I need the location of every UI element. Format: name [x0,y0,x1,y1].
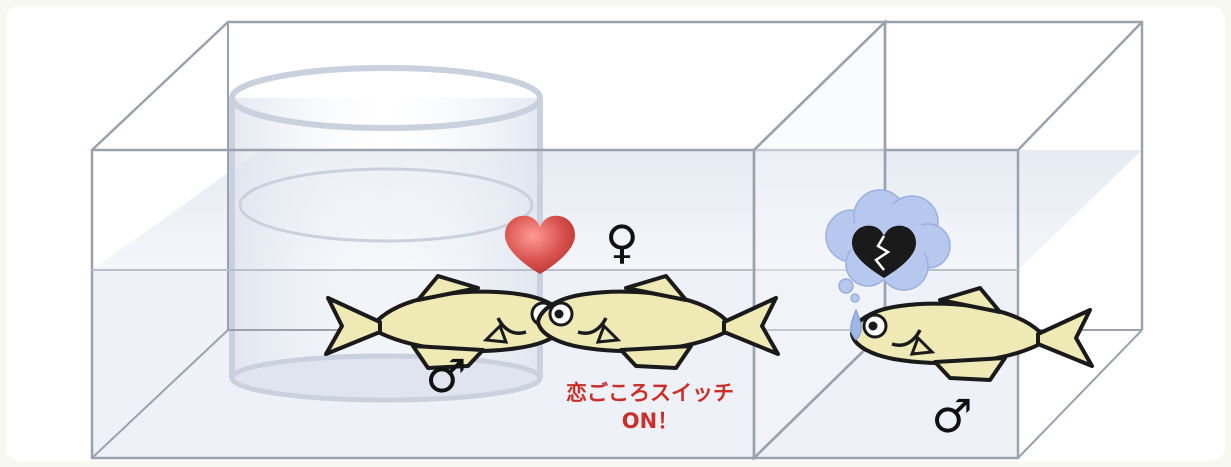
heart-icon [505,215,575,274]
broken-heart-icon [852,225,916,278]
male-symbol-right: ♂ [931,389,972,443]
female-symbol: ♀ [605,215,639,269]
male-symbol-left: ♂ [425,349,466,403]
caption-line-1: 恋ごころスイッチ [566,381,734,405]
caption-line-2: ON！ [622,409,678,433]
tear-drop-icon [850,308,862,341]
aquarium-tank [90,19,1144,461]
